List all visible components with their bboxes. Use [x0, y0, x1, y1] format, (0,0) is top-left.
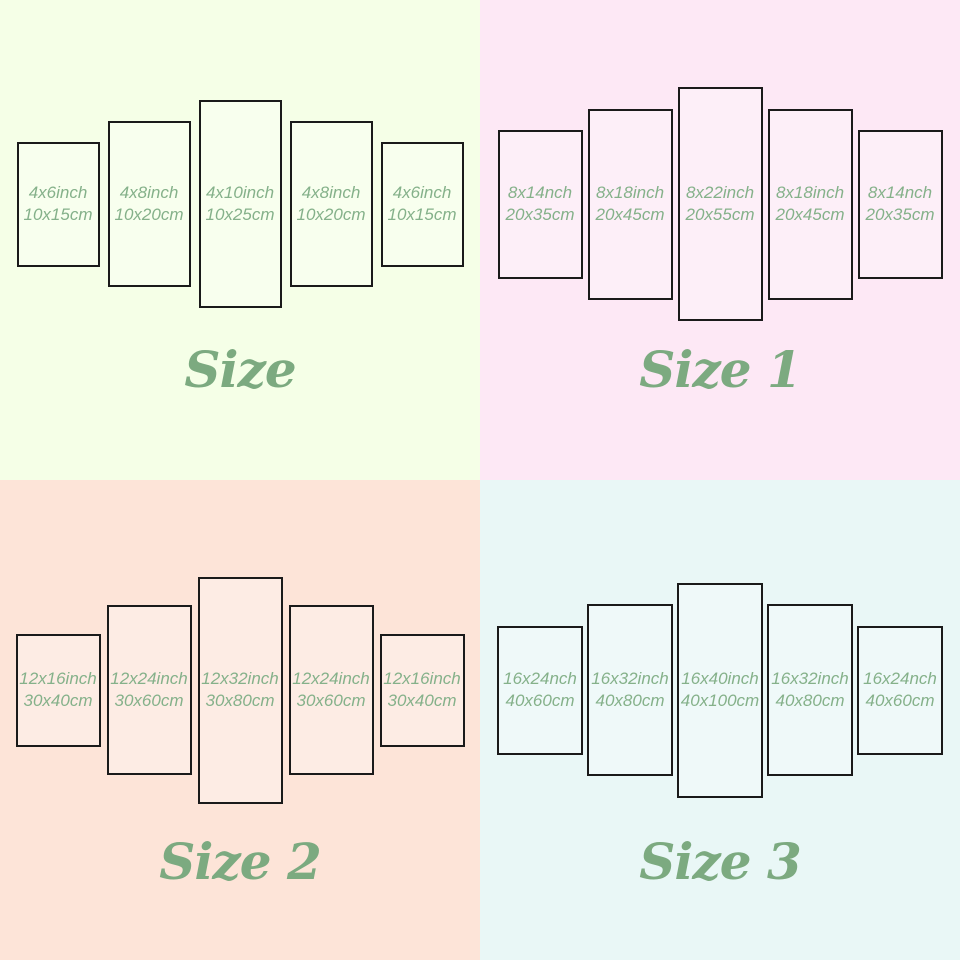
canvas-panel: 8x18inch 20x45cm: [767, 108, 853, 300]
panel-size-inch: 12x24inch: [110, 669, 188, 689]
size-title: Size: [184, 340, 296, 399]
panel-size-inch: 12x16inch: [383, 669, 461, 689]
canvas-panel: 4x6inch 10x15cm: [380, 141, 464, 267]
panel-size-cm: 20x35cm: [505, 205, 575, 224]
panel-size-inch: 16x40inch: [681, 669, 759, 689]
panel-size-inch: 12x16inch: [19, 669, 97, 689]
panel-size-inch: 4x6inch: [28, 183, 88, 203]
canvas-panel: 4x10inch 10x25cm: [198, 100, 282, 308]
panel-size-cm: 40x60cm: [865, 691, 935, 710]
canvas-panel: 8x14nch 20x35cm: [497, 129, 583, 279]
panel-size-cm: 30x80cm: [205, 691, 275, 710]
canvas-panel: 16x40inch 40x100cm: [677, 582, 763, 798]
quadrant-size-3: 16x24nch 40x60cm 16x32inch 40x80cm 16x40…: [480, 480, 960, 960]
quadrant-size-2: 12x16inch 30x40cm 12x24inch 30x60cm 12x3…: [0, 480, 480, 960]
canvas-panel: 16x24nch 40x60cm: [497, 625, 583, 755]
canvas-panel: 16x24nch 40x60cm: [857, 625, 943, 755]
canvas-panel: 16x32inch 40x80cm: [767, 604, 853, 776]
panel-size-cm: 20x45cm: [595, 205, 665, 224]
panel-size-cm: 20x35cm: [865, 205, 935, 224]
canvas-panel: 8x18inch 20x45cm: [587, 108, 673, 300]
panel-row: 16x24nch 40x60cm 16x32inch 40x80cm 16x40…: [480, 480, 960, 900]
panel-size-inch: 12x24inch: [292, 669, 370, 689]
panel-size-cm: 30x40cm: [23, 691, 93, 710]
size-title: Size 1: [639, 340, 802, 399]
size-title: Size 2: [159, 832, 322, 891]
panel-size-cm: 20x55cm: [685, 205, 755, 224]
panel-size-cm: 10x20cm: [296, 205, 366, 224]
panel-row: 8x14nch 20x35cm 8x18inch 20x45cm 8x22inc…: [480, 0, 960, 408]
canvas-panel: 8x22inch 20x55cm: [677, 87, 763, 321]
panel-row: 4x6inch 10x15cm 4x8inch 10x20cm 4x10inch…: [0, 0, 480, 408]
panel-size-inch: 8x14nch: [507, 183, 573, 203]
quadrant-size: 4x6inch 10x15cm 4x8inch 10x20cm 4x10inch…: [0, 0, 480, 480]
panel-size-cm: 40x60cm: [505, 691, 575, 710]
panel-size-cm: 40x100cm: [680, 691, 760, 710]
panel-size-cm: 30x40cm: [387, 691, 457, 710]
size-title: Size 3: [639, 832, 802, 891]
canvas-panel: 12x16inch 30x40cm: [15, 633, 101, 747]
canvas-panel: 16x32inch 40x80cm: [587, 604, 673, 776]
canvas-panel: 12x16inch 30x40cm: [379, 633, 465, 747]
panel-size-inch: 8x18inch: [595, 183, 665, 203]
canvas-panel: 4x6inch 10x15cm: [16, 141, 100, 267]
canvas-panel: 4x8inch 10x20cm: [289, 121, 373, 287]
panel-size-inch: 4x8inch: [301, 183, 361, 203]
panel-size-cm: 10x25cm: [205, 205, 275, 224]
panel-size-cm: 30x60cm: [114, 691, 184, 710]
panel-size-inch: 16x24nch: [863, 669, 937, 689]
quadrant-size-1: 8x14nch 20x35cm 8x18inch 20x45cm 8x22inc…: [480, 0, 960, 480]
panel-row: 12x16inch 30x40cm 12x24inch 30x60cm 12x3…: [0, 480, 480, 900]
panel-size-cm: 40x80cm: [595, 691, 665, 710]
canvas-panel: 4x8inch 10x20cm: [107, 121, 191, 287]
panel-size-cm: 10x15cm: [23, 205, 93, 224]
panel-size-cm: 40x80cm: [775, 691, 845, 710]
panel-size-inch: 4x10inch: [205, 183, 275, 203]
panel-size-cm: 10x15cm: [387, 205, 457, 224]
canvas-panel: 12x24inch 30x60cm: [288, 605, 374, 775]
canvas-panel: 12x32inch 30x80cm: [197, 576, 283, 804]
canvas-panel: 8x14nch 20x35cm: [857, 129, 943, 279]
panel-size-inch: 4x6inch: [392, 183, 452, 203]
panel-size-inch: 12x32inch: [201, 669, 279, 689]
panel-size-inch: 8x14nch: [867, 183, 933, 203]
panel-size-cm: 10x20cm: [114, 205, 184, 224]
panel-size-inch: 16x32inch: [771, 669, 849, 689]
panel-size-inch: 16x32inch: [591, 669, 669, 689]
panel-size-inch: 8x18inch: [775, 183, 845, 203]
panel-size-inch: 8x22inch: [685, 183, 755, 203]
canvas-panel: 12x24inch 30x60cm: [106, 605, 192, 775]
panel-size-inch: 4x8inch: [119, 183, 179, 203]
panel-size-cm: 30x60cm: [296, 691, 366, 710]
panel-size-inch: 16x24nch: [503, 669, 577, 689]
panel-size-cm: 20x45cm: [775, 205, 845, 224]
